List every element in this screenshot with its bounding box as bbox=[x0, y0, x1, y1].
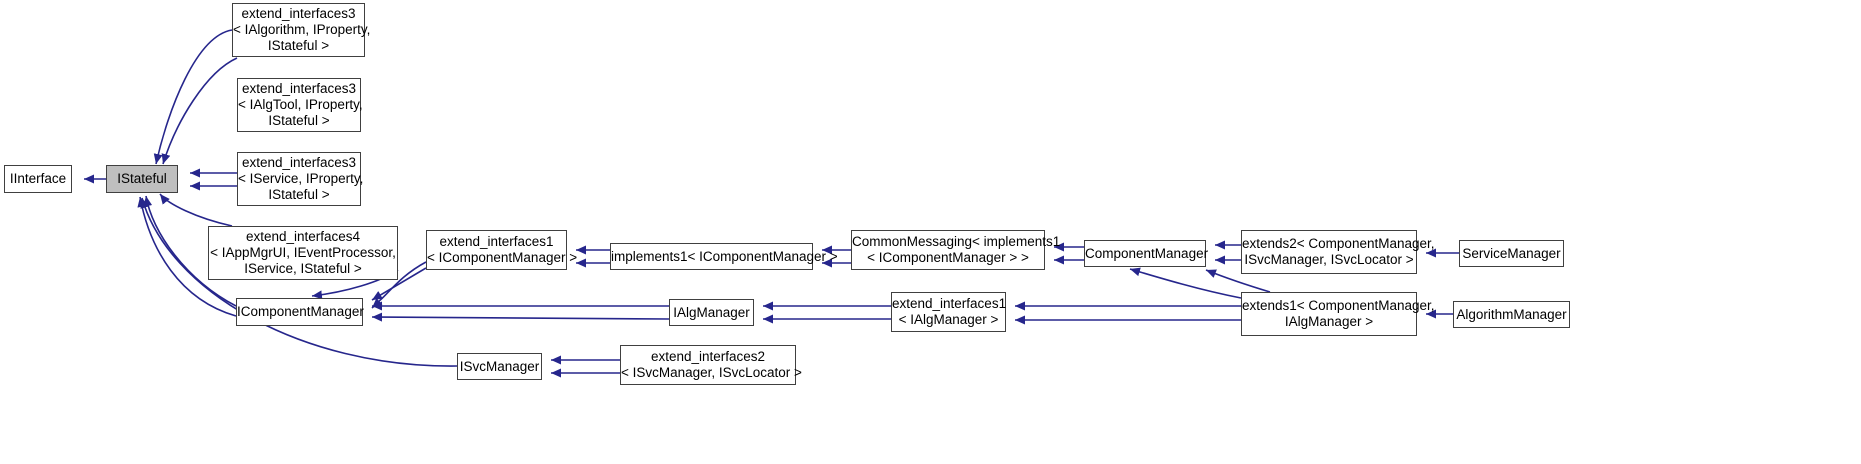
graph-node-label: extend_interfaces1 bbox=[439, 234, 554, 249]
graph-node-label: IInterface bbox=[9, 171, 67, 186]
graph-node-label: AlgorithmManager bbox=[1456, 306, 1567, 322]
graph-node-label: < IAlgManager > bbox=[898, 312, 999, 327]
graph-node-label: extend_interfaces1 bbox=[892, 296, 1007, 311]
graph-node-label: < IComponentManager > > bbox=[867, 250, 1029, 265]
graph-node-label: < ISvcManager, ISvcLocator > bbox=[621, 365, 802, 380]
graph-node-icomponentmanager[interactable]: IComponentManager bbox=[236, 298, 364, 326]
graph-node-label: IComponentManager bbox=[237, 304, 364, 319]
graph-node-label: IStateful > bbox=[268, 113, 330, 128]
graph-node-componentmanager[interactable]: ComponentManager bbox=[1084, 240, 1209, 267]
graph-node-implements1-icomponentmanager[interactable]: implements1< IComponentManager > bbox=[610, 243, 838, 270]
graph-node-label: extends1< ComponentManager, bbox=[1242, 298, 1435, 313]
graph-node-label: extend_interfaces2 bbox=[650, 349, 766, 364]
graph-node-extend-interfaces1-ialgmanager[interactable]: extend_interfaces1< IAlgManager > bbox=[891, 292, 1006, 332]
graph-node-label: ComponentManager bbox=[1085, 245, 1209, 261]
graph-node-extend-interfaces3-ialgorithm[interactable]: extend_interfaces3< IAlgorithm, IPropert… bbox=[232, 3, 371, 57]
graph-node-servicemanager[interactable]: ServiceManager bbox=[1459, 240, 1564, 267]
graph-node-extend-interfaces3-ialgtool[interactable]: extend_interfaces3< IAlgTool, IProperty,… bbox=[237, 78, 363, 132]
graph-node-label: IService, IStateful > bbox=[244, 261, 362, 276]
graph-node-label: ServiceManager bbox=[1462, 245, 1561, 261]
graph-node-extend-interfaces4-iappmgrui[interactable]: extend_interfaces4< IAppMgrUI, IEventPro… bbox=[208, 226, 398, 280]
graph-node-extend-interfaces3-iservice[interactable]: extend_interfaces3< IService, IProperty,… bbox=[237, 152, 364, 206]
graph-node-label: ISvcManager bbox=[459, 358, 540, 374]
graph-node-label: ISvcManager, ISvcLocator > bbox=[1244, 252, 1414, 267]
graph-node-label: < IAlgTool, IProperty, bbox=[238, 97, 363, 112]
graph-node-extends2-componentmanager[interactable]: extends2< ComponentManager,ISvcManager, … bbox=[1241, 230, 1435, 274]
graph-node-algorithmmanager[interactable]: AlgorithmManager bbox=[1453, 301, 1570, 328]
graph-node-label: IStateful > bbox=[268, 187, 330, 202]
graph-node-label: IStateful > bbox=[267, 38, 330, 53]
graph-node-label: extends2< ComponentManager, bbox=[1242, 236, 1435, 251]
graph-node-label: IAlgManager bbox=[673, 304, 750, 320]
graph-node-label: extend_interfaces3 bbox=[241, 81, 357, 96]
graph-node-label: < IAppMgrUI, IEventProcessor, bbox=[210, 245, 396, 260]
graph-node-label: IAlgManager > bbox=[1284, 314, 1374, 329]
graph-node-extends1-componentmanager[interactable]: extends1< ComponentManager,IAlgManager > bbox=[1241, 292, 1435, 336]
graph-node-label: IStateful bbox=[117, 171, 167, 186]
graph-node-commonmessaging[interactable]: CommonMessaging< implements1< IComponent… bbox=[851, 230, 1061, 270]
graph-node-label: implements1< IComponentManager > bbox=[611, 248, 838, 264]
graph-node-label: extend_interfaces3 bbox=[241, 155, 357, 170]
graph-node-isvcmanager[interactable]: ISvcManager bbox=[457, 353, 542, 380]
graph-node-label: < IComponentManager > bbox=[427, 250, 578, 265]
graph-node-istateful[interactable]: IStateful bbox=[106, 165, 178, 193]
graph-node-label: extend_interfaces4 bbox=[245, 229, 361, 244]
graph-node-extend-interfaces1-icomponentmanager[interactable]: extend_interfaces1< IComponentManager > bbox=[426, 230, 578, 270]
graph-node-label: < IService, IProperty, bbox=[238, 171, 364, 186]
graph-node-label: extend_interfaces3 bbox=[241, 6, 356, 21]
graph-node-iinterface[interactable]: IInterface bbox=[4, 165, 72, 193]
graph-node-label: CommonMessaging< implements1 bbox=[852, 234, 1061, 249]
graph-node-extend-interfaces2-isvcmanager[interactable]: extend_interfaces2< ISvcManager, ISvcLoc… bbox=[620, 345, 802, 385]
graph-node-label: < IAlgorithm, IProperty, bbox=[233, 22, 371, 37]
graph-node-ialgmanager[interactable]: IAlgManager bbox=[669, 299, 754, 326]
